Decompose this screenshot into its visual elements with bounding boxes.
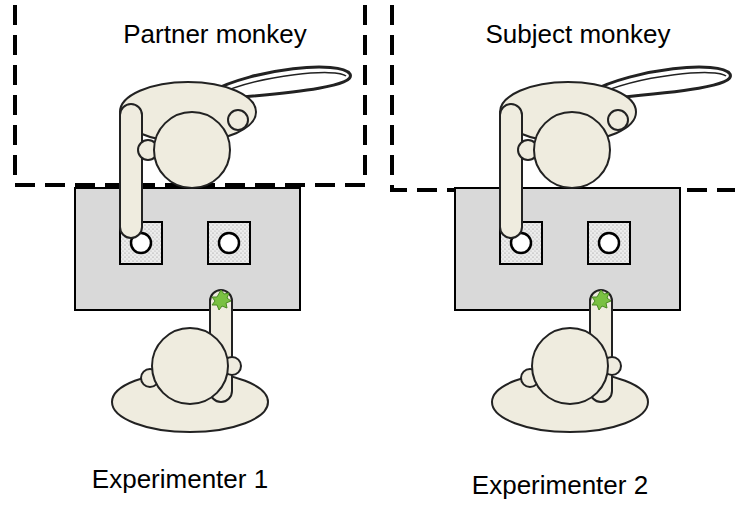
area-title: Partner monkey	[123, 19, 307, 50]
person-label: Experimenter 1	[92, 464, 268, 495]
monkey-area: Subject monkey	[392, 5, 735, 190]
person-label: Experimenter 2	[472, 470, 648, 501]
partner-scene	[75, 67, 350, 432]
monkey-area: Partner monkey	[15, 5, 365, 185]
subject-scene	[455, 67, 730, 432]
area-title: Subject monkey	[486, 19, 671, 50]
